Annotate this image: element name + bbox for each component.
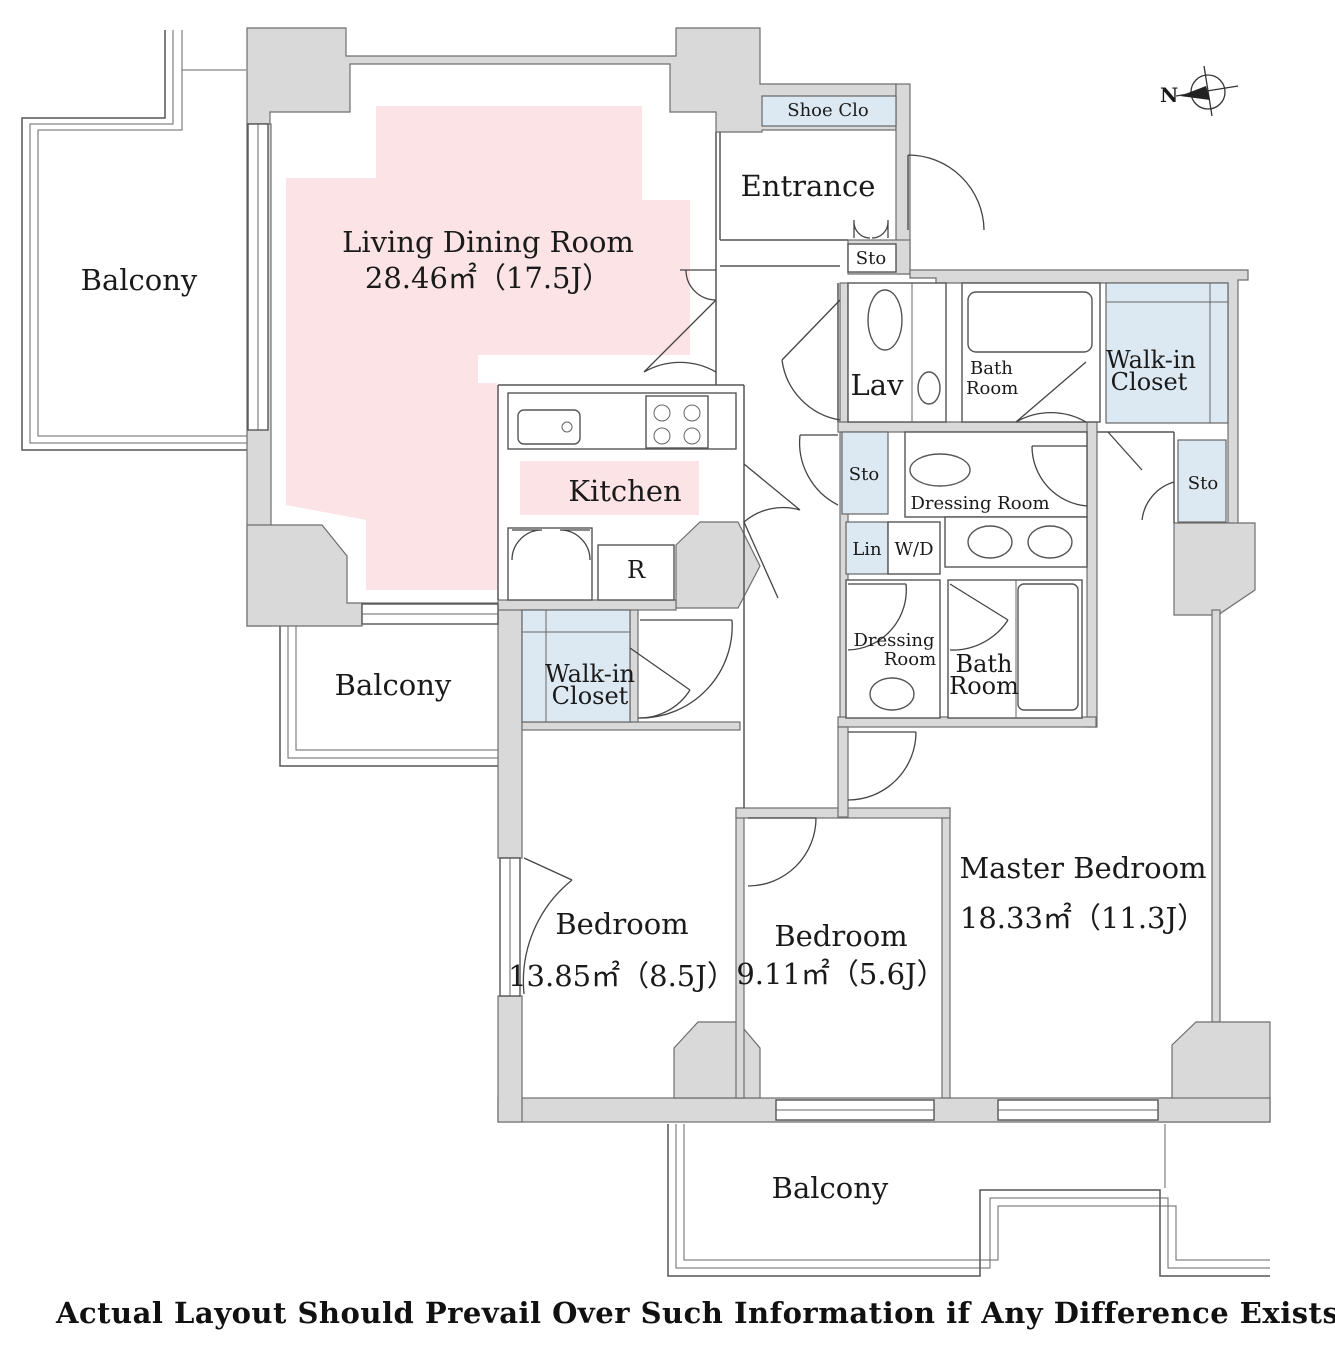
master-bedroom-name: Master Bedroom <box>959 851 1206 885</box>
walkin-closet-2-label-line1: Walk-in <box>545 660 635 688</box>
bath-room-2-label-line2: Room <box>949 672 1019 700</box>
bedroom-1-area: 13.85㎡（8.5J） <box>508 959 736 993</box>
balcony-west-label: Balcony <box>81 263 198 297</box>
linen-label: Lin <box>852 539 882 560</box>
kitchen-label: Kitchen <box>568 474 681 508</box>
balcony-south <box>667 1124 1270 1277</box>
walkin-closet-1-label-line1: Walk-in <box>1106 346 1196 374</box>
master-bedroom-area: 18.33㎡（11.3J） <box>960 901 1206 935</box>
storage-east-label: Sto <box>1188 473 1218 494</box>
balcony-west <box>21 30 248 451</box>
disclaimer-text: Actual Layout Should Prevail Over Such I… <box>56 1296 1335 1330</box>
balcony-mid <box>279 626 498 767</box>
balcony-mid-label: Balcony <box>335 668 452 702</box>
windows <box>247 123 1159 1121</box>
washer-dryer-label: W/D <box>895 539 934 560</box>
balcony-south-label: Balcony <box>772 1171 889 1205</box>
bedroom-2-name: Bedroom <box>774 919 907 953</box>
dressing-room-1-label: Dressing Room <box>910 493 1049 514</box>
bedroom-2-area: 9.11㎡（5.6J） <box>736 957 945 991</box>
bath-room-1-label-line2: Room <box>966 378 1018 399</box>
fixtures <box>561 289 1073 711</box>
shoe-closet-label: Shoe Clo <box>787 100 869 121</box>
dressing-room-2-label-line1: Dressing <box>853 630 934 651</box>
kitchen-highlight <box>520 461 699 515</box>
bedroom-1-name: Bedroom <box>555 907 688 941</box>
doors <box>511 154 1175 995</box>
compass-north-label: N <box>1160 83 1178 107</box>
storage-entrance-label: Sto <box>856 248 886 269</box>
bath-room-1-label-line1: Bath <box>970 358 1013 379</box>
storage-hall-label: Sto <box>849 464 879 485</box>
compass-icon <box>1175 65 1239 117</box>
entrance-label: Entrance <box>741 169 876 203</box>
walkin-closet-2-label-line2: Closet <box>552 682 629 710</box>
lavatory-label: Lav <box>851 368 905 402</box>
living-dining-room-name: Living Dining Room <box>342 225 634 259</box>
dressing-room-2-label-line2: Room <box>884 649 936 670</box>
walkin-closet-1-label-line2: Closet <box>1111 368 1188 396</box>
living-dining-room-area: 28.46㎡（17.5J） <box>365 261 611 295</box>
bath-room-2-label-line1: Bath <box>955 650 1012 678</box>
refrigerator-label: R <box>627 556 646 584</box>
living-dining-highlight <box>286 106 690 590</box>
